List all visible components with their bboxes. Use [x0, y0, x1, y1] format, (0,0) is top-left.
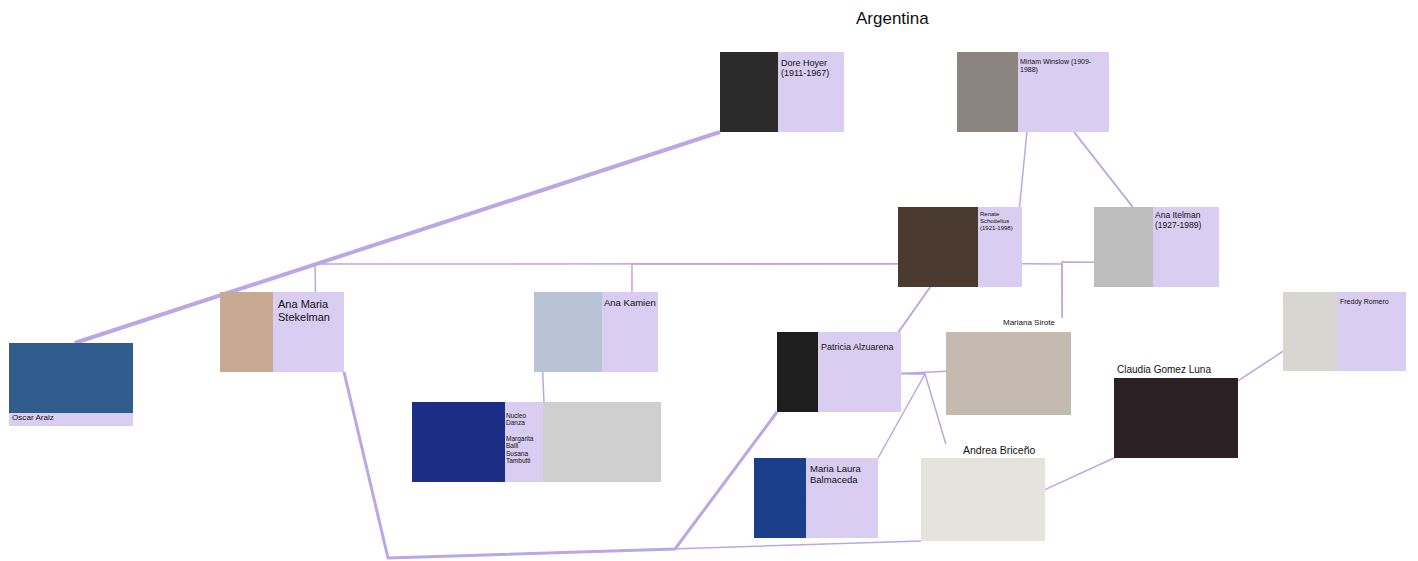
- portrait-photo: [754, 458, 806, 538]
- portrait-photo: [9, 343, 133, 413]
- dancer-card: Dore Hoyer (1911-1967): [720, 52, 844, 132]
- lineage-connector: [901, 374, 946, 444]
- portrait-photo: [777, 332, 818, 412]
- connector-line: [315, 264, 898, 292]
- name-block: Ana Kamien: [604, 298, 656, 309]
- dancer-card: Patricia Alzuarena: [777, 332, 901, 412]
- lineage-connector: [1074, 132, 1133, 207]
- dancer-name: Patricia Alzuarena: [821, 342, 899, 352]
- portrait-photo: [543, 402, 661, 482]
- portrait-photo: [946, 332, 1071, 415]
- diagram-title: Argentina: [856, 9, 929, 29]
- portrait-photo: [1094, 207, 1153, 287]
- lineage-connector: [1238, 351, 1283, 381]
- lineage-connector: [632, 264, 898, 292]
- connector-line: [1074, 132, 1133, 207]
- name-block: Ana Itelman (1927-1989): [1155, 211, 1217, 231]
- lineage-connector: [899, 287, 931, 332]
- portrait-photo: [412, 402, 505, 482]
- portrait-photo: [921, 458, 1045, 541]
- name-block: Ana Maria Stekelman: [278, 298, 342, 323]
- name-block: Renate Schottelius (1921-1998): [980, 211, 1020, 232]
- dancer-name: Dore Hoyer (1911-1967): [781, 58, 841, 79]
- connector-line: [543, 372, 544, 402]
- portrait-photo: [957, 52, 1018, 132]
- name-block: Dore Hoyer (1911-1967): [781, 58, 841, 79]
- portrait-photo: [1283, 292, 1337, 371]
- name-block: Miriam Winslow (1909-1988): [1020, 58, 1106, 74]
- dancer-name: Ana Itelman (1927-1989): [1155, 211, 1217, 231]
- lineage-connector: [543, 372, 544, 402]
- name-block: Maria Laura Balmaceda: [810, 464, 876, 486]
- name-block: Oscar Araiz: [12, 413, 130, 422]
- dancer-card: Maria Laura Balmaceda: [754, 458, 878, 538]
- connector-line: [1045, 458, 1114, 490]
- dancer-card: Ana Itelman (1927-1989): [1094, 207, 1219, 287]
- name-block: Nucleo DanzaMargarita Balli Susana Tambu…: [506, 412, 542, 465]
- dancer-name: Margarita Balli Susana Tambutti: [506, 435, 542, 465]
- portrait-photo: [898, 207, 978, 287]
- dancer-card: Nucleo DanzaMargarita Balli Susana Tambu…: [412, 402, 661, 482]
- connector-line: [1022, 264, 1062, 318]
- connector-line: [1062, 262, 1094, 318]
- lineage-connector: [1022, 264, 1062, 318]
- portrait-photo: [220, 292, 273, 372]
- name-block: Freddy Romero: [1340, 298, 1404, 306]
- portrait-photo: [534, 292, 602, 372]
- portrait-photo: [1114, 378, 1238, 458]
- dancer-card: Oscar Araiz: [9, 343, 133, 426]
- dancer-name: Renate Schottelius (1921-1998): [980, 211, 1020, 232]
- dancer-card: Mariana Sirote: [946, 318, 1071, 415]
- dancer-name: Miriam Winslow (1909-1988): [1020, 58, 1106, 74]
- connector-line: [344, 372, 777, 558]
- dancer-card: Freddy Romero: [1283, 292, 1406, 371]
- name-block: Andrea Briceño: [963, 444, 1045, 456]
- dancer-card: Renate Schottelius (1921-1998): [898, 207, 1022, 287]
- dancer-name: Maria Laura Balmaceda: [810, 464, 876, 486]
- lineage-connector: [1020, 132, 1027, 207]
- connector-line: [1020, 132, 1027, 207]
- connector-line: [1238, 351, 1283, 381]
- dancer-name: Nucleo Danza: [506, 412, 542, 427]
- name-block: Mariana Sirote: [946, 318, 1055, 327]
- portrait-photo: [720, 52, 778, 132]
- dancer-name: Ana Maria Stekelman: [278, 298, 342, 323]
- lineage-connector: [1045, 458, 1114, 490]
- connector-line: [899, 287, 931, 332]
- lineage-connector: [1062, 262, 1094, 318]
- dancer-name: Mariana Sirote: [946, 318, 1055, 327]
- name-block: Claudia Gomez Luna: [1117, 364, 1235, 376]
- dancer-name: Claudia Gomez Luna: [1117, 364, 1235, 376]
- dancer-card: Miriam Winslow (1909-1988): [957, 52, 1109, 132]
- name-block: Patricia Alzuarena: [821, 342, 899, 352]
- dancer-card: Claudia Gomez Luna: [1114, 364, 1238, 458]
- dancer-name: Oscar Araiz: [12, 413, 130, 422]
- dancer-name: Freddy Romero: [1340, 298, 1404, 306]
- connector-line: [632, 264, 898, 292]
- connector-line: [901, 374, 946, 444]
- lineage-connector: [315, 264, 898, 292]
- dancer-name: Andrea Briceño: [963, 444, 1045, 456]
- dancer-card: Ana Kamien: [534, 292, 658, 372]
- dancer-card: Andrea Briceño: [921, 444, 1045, 541]
- dancer-name: Ana Kamien: [604, 298, 656, 309]
- dancer-card: Ana Maria Stekelman: [220, 292, 344, 372]
- lineage-connector: [344, 372, 777, 558]
